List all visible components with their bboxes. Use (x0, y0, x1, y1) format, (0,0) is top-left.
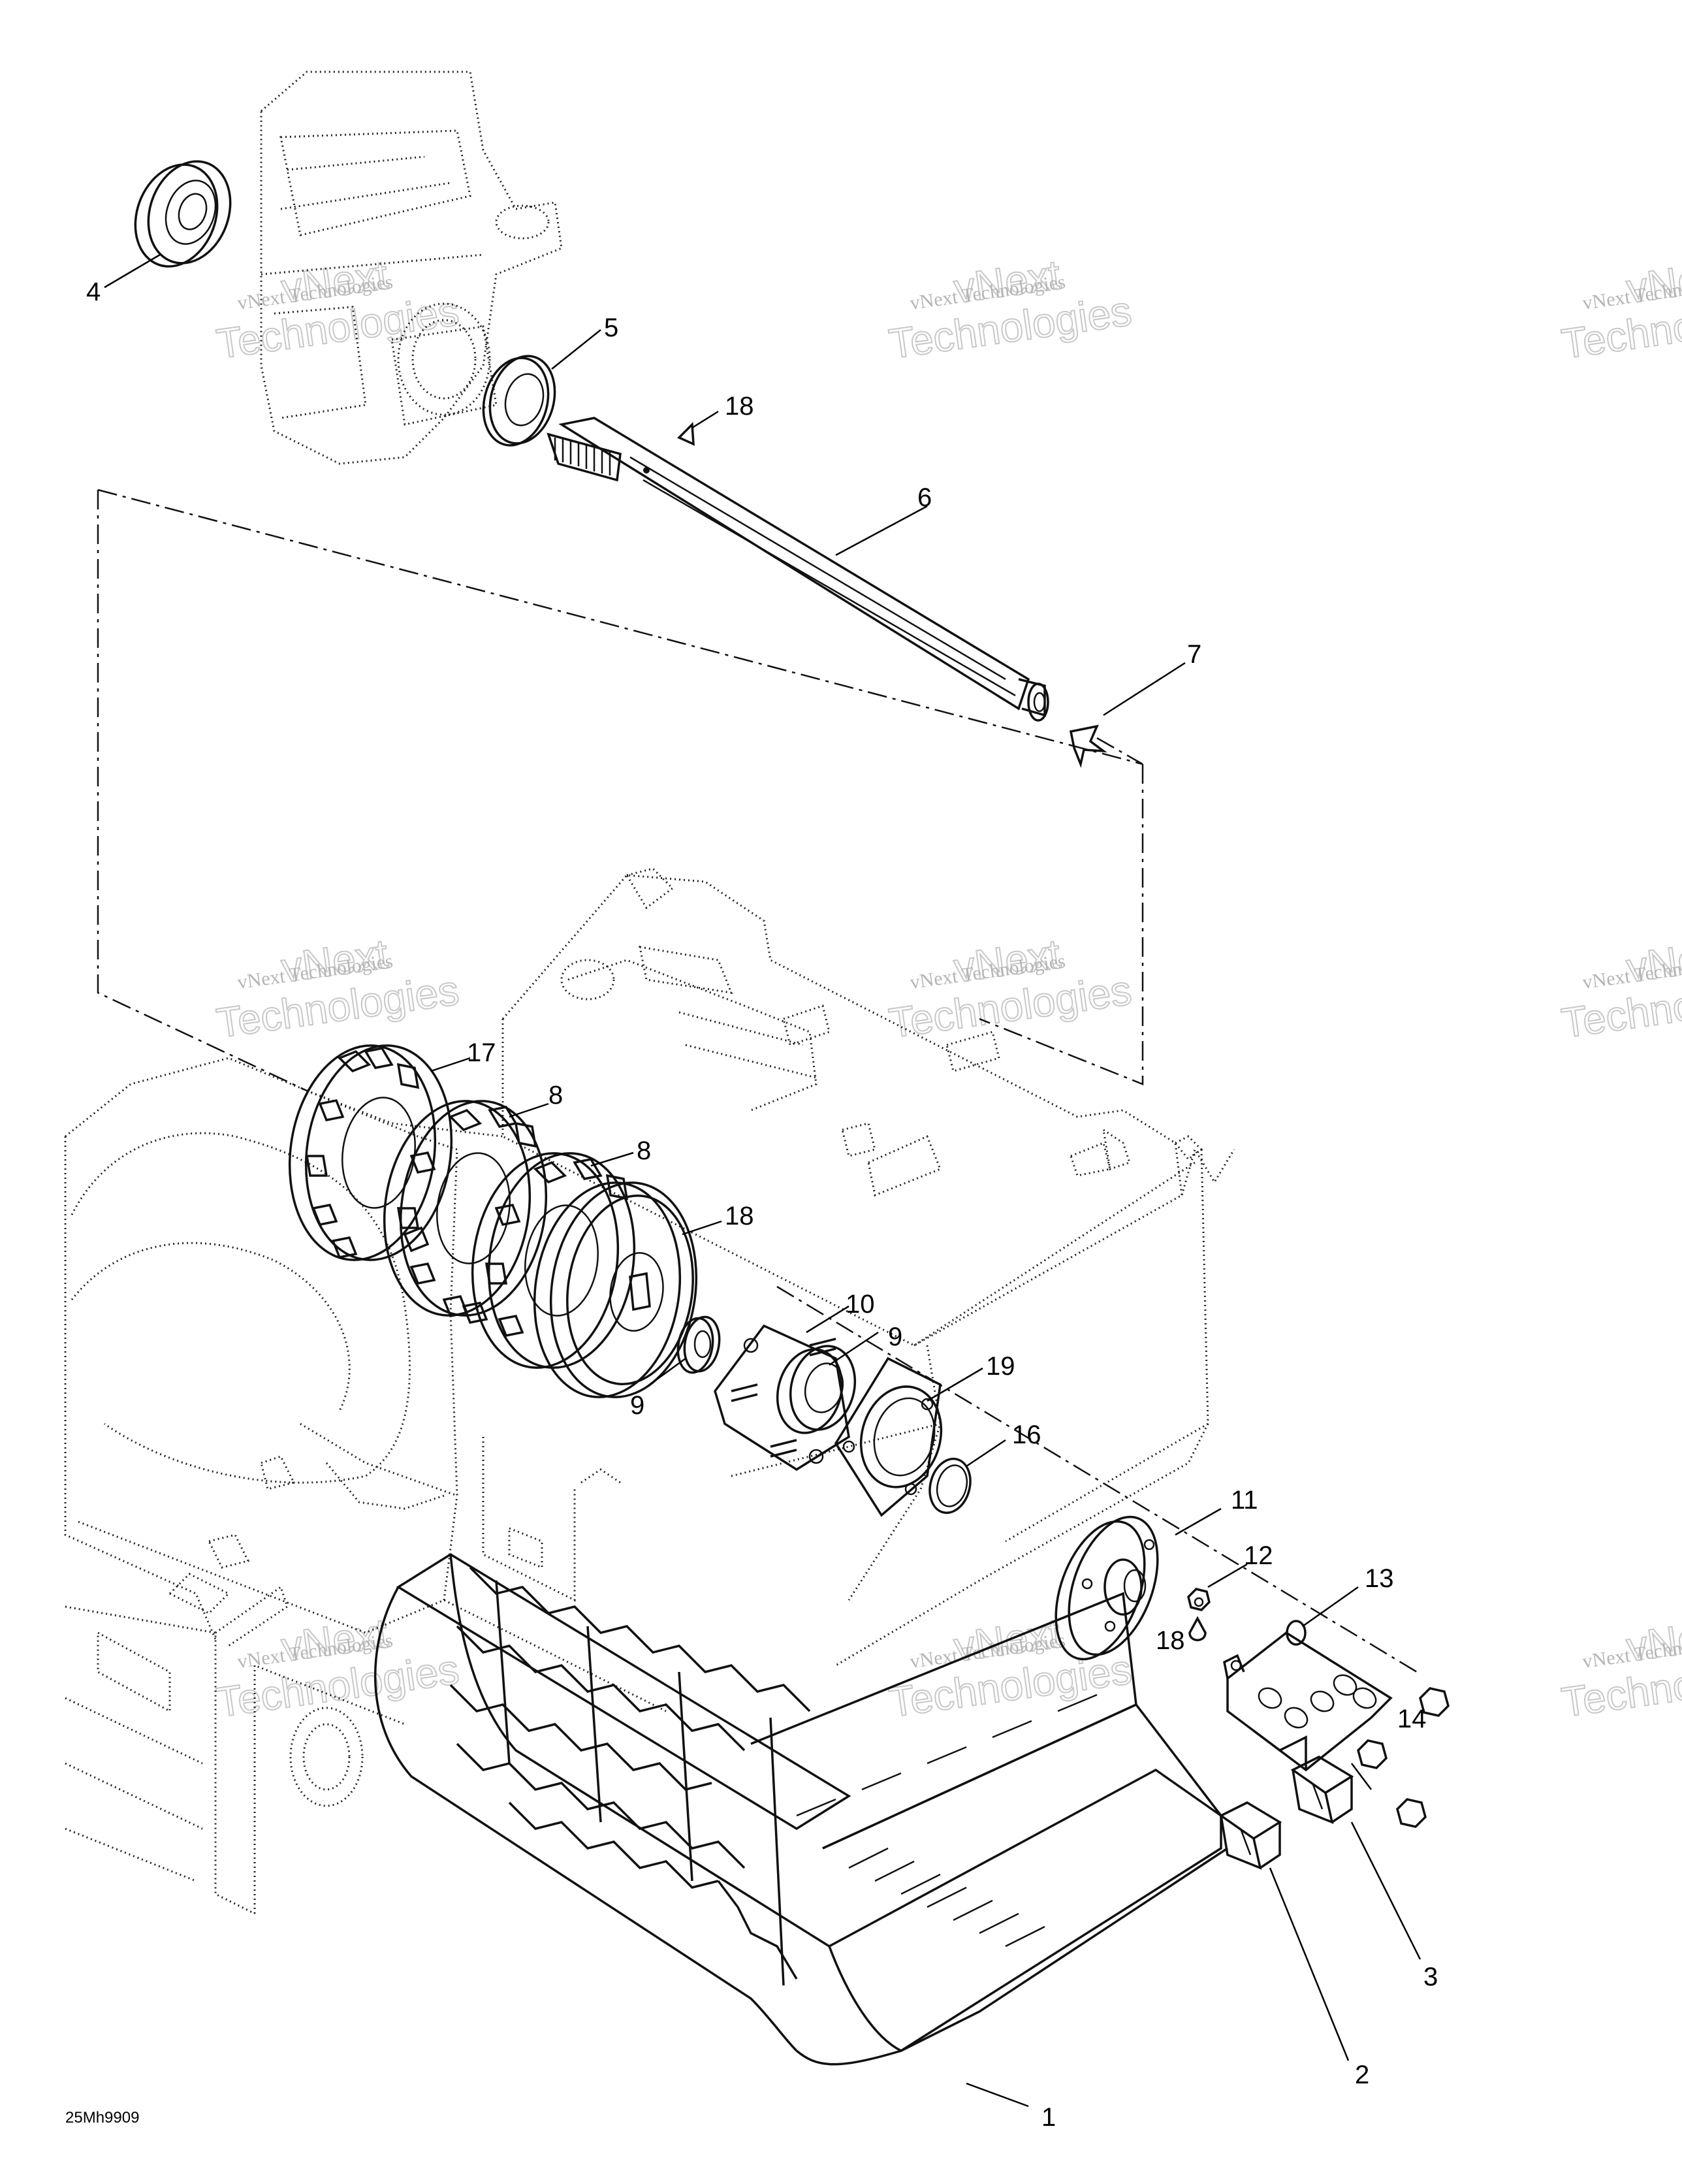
figure-code: 25Mh9909 (65, 2109, 139, 2127)
watermark-group: vNext vNext Technologies Technologies vN… (213, 250, 1682, 1727)
track-1 (373, 1552, 1228, 2066)
callout-11: 10 (846, 1290, 875, 1319)
callout-17: 16 (1012, 1421, 1041, 1449)
assembly-axis-lines (97, 489, 1418, 1673)
callout-18: 18 (1156, 1626, 1185, 1655)
callout-18: 18 (725, 392, 754, 421)
callout-4: 4 (86, 278, 101, 306)
callout-6: 6 (917, 483, 932, 512)
callout-8: 8 (637, 1136, 651, 1165)
watermark: vNext vNext Technologies Technologies (885, 250, 1135, 368)
wheel-16-right (533, 1181, 698, 1398)
watermark: vNext vNext Technologies Technologies (1558, 250, 1682, 368)
callout-15: 14 (1397, 1705, 1427, 1733)
chaincase-housing (260, 71, 563, 465)
seal-5 (482, 355, 556, 447)
bearing-4 (134, 160, 232, 268)
clip-7 (1069, 724, 1107, 768)
callout-16: 18 (725, 1202, 754, 1230)
tunnel-frame (64, 867, 1235, 1915)
key-18-lower (1188, 1616, 1207, 1641)
circlip-17 (928, 1457, 972, 1515)
callout-3: 3 (1423, 1963, 1438, 1991)
slider-3 (1290, 1756, 1354, 1824)
watermark: vNext vNext Technologies Technologies (885, 929, 1135, 1048)
watermark: vNext vNext Technologies Technologies (213, 1609, 462, 1727)
sprocket-8-right (462, 1152, 636, 1369)
watermark: vNext vNext Technologies Technologies (885, 1609, 1135, 1727)
callout-14: 13 (1365, 1564, 1394, 1593)
watermark: vNext vNext Technologies Technologies (213, 929, 462, 1048)
leader-lines (104, 253, 1421, 2108)
watermark: vNext vNext Technologies Technologies (1558, 1609, 1682, 1727)
callout-19: 19 (986, 1352, 1015, 1381)
watermark: vNext vNext Technologies Technologies (1558, 929, 1682, 1048)
callout-13: 12 (1244, 1541, 1273, 1570)
callout-16: 17 (467, 1038, 496, 1067)
callout-12: 11 (1231, 1486, 1258, 1515)
bearing-flange-19 (834, 1357, 943, 1517)
hub-12 (1055, 1515, 1159, 1661)
callout-1: 1 (1041, 2103, 1056, 2132)
callout-10: 9 (888, 1323, 902, 1351)
callout-2: 2 (1355, 2061, 1369, 2089)
sprocket-16-left (288, 1044, 453, 1261)
slider-2 (1218, 1801, 1282, 1870)
nut-13 (1187, 1588, 1211, 1611)
nuts-15 (1357, 1687, 1450, 1828)
callout-labels: 4 5 18 6 7 17 8 8 18 10 9 19 16 11 12 18… (86, 278, 1438, 2132)
callout-5: 5 (604, 313, 618, 342)
washer-9 (676, 1315, 721, 1374)
bracket-14 (1223, 1620, 1393, 1772)
callout-8: 8 (548, 1081, 563, 1110)
key-18 (676, 422, 695, 446)
bearing-plate-11 (714, 1324, 850, 1471)
drive-shaft-6 (547, 417, 1049, 722)
sprocket-8-left (383, 1100, 548, 1318)
callout-7: 7 (1187, 640, 1201, 669)
watermark: vNext vNext Technologies Technologies (213, 250, 462, 368)
callout-9: 9 (630, 1391, 644, 1420)
